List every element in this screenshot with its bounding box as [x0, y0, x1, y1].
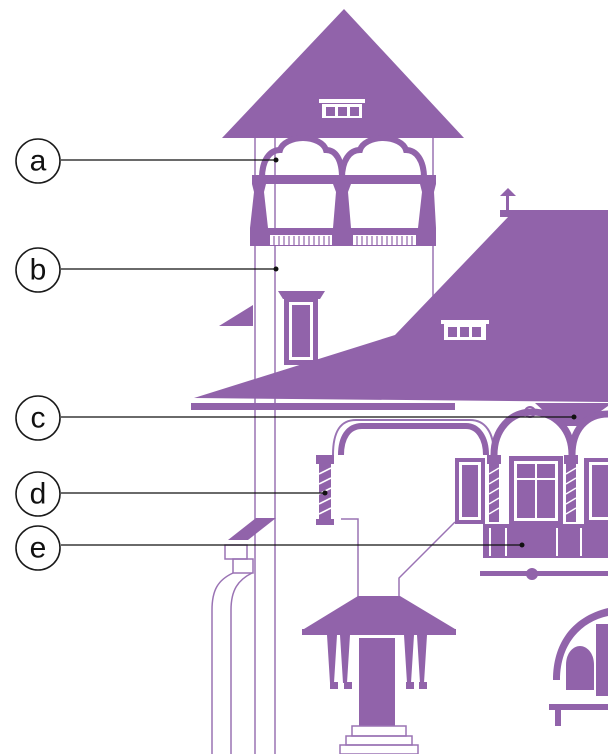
building-illustration — [191, 9, 608, 754]
callout-e-letter: e — [30, 532, 47, 565]
callout-b: b — [16, 248, 279, 292]
lower-arch-window — [549, 608, 608, 726]
tower-window — [278, 291, 325, 365]
callout-e: e — [16, 526, 525, 570]
callout-c-letter: c — [31, 402, 46, 435]
callout-a-letter: a — [30, 145, 47, 178]
tower-spire-roof — [222, 9, 464, 138]
callout-a: a — [16, 139, 279, 183]
tower-roof-vent — [319, 99, 365, 118]
entrance-porch — [302, 596, 456, 754]
roof-vent — [441, 320, 489, 340]
callout-d-letter: d — [30, 478, 47, 511]
callout-d: d — [16, 472, 328, 516]
callout-c: c — [16, 396, 577, 440]
tower-arches — [250, 138, 436, 246]
callout-b-letter: b — [30, 254, 47, 287]
veranda — [316, 391, 608, 600]
downspout — [212, 518, 276, 754]
